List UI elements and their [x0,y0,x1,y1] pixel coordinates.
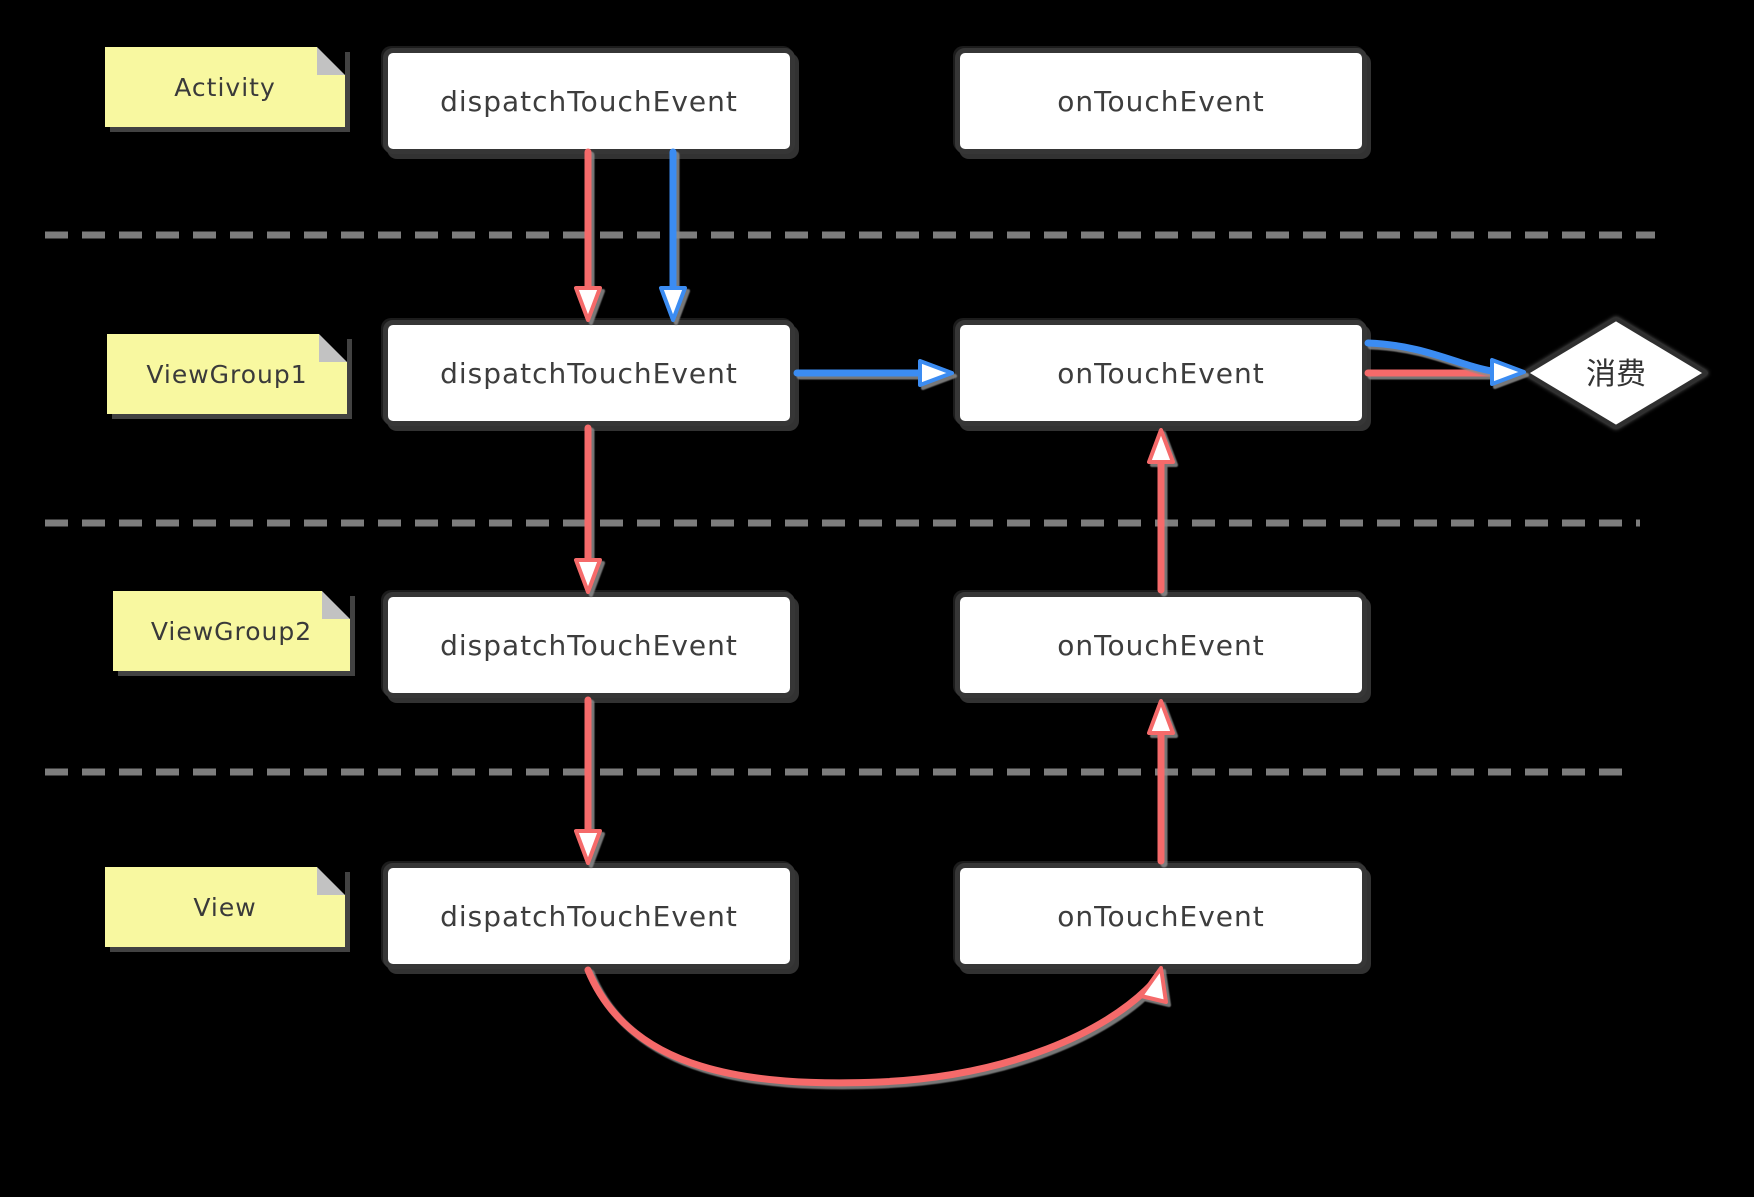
node-label: dispatchTouchEvent [440,899,738,933]
node-view-dispatchtouchevent: dispatchTouchEvent [383,863,795,969]
node-label: dispatchTouchEvent [440,628,738,662]
sticky-label: ViewGroup1 [146,359,308,389]
sticky-note-activity: Activity [105,47,345,127]
sticky-note-viewgroup2: ViewGroup2 [113,591,350,671]
arrow-blue-activity-dispatch-to-viewgroup1-dispatch [659,148,687,322]
node-view-ontouchevent: onTouchEvent [955,863,1367,969]
node-viewgroup2-ontouchevent: onTouchEvent [955,592,1367,698]
sticky-note-viewgroup1: ViewGroup1 [107,334,347,414]
arrow-red-view-dispatch-to-view-ontouch-curve [584,966,1168,1087]
node-viewgroup1-ontouchevent: onTouchEvent [955,320,1367,426]
consume-diamond-shape [1524,317,1708,429]
node-label: onTouchEvent [1057,899,1265,933]
sticky-label: ViewGroup2 [150,616,313,646]
arrow-red-viewgroup2-ontouch-to-viewgroup1-ontouch [1147,428,1175,594]
node-label: onTouchEvent [1057,628,1265,662]
sticky-note-view: View [105,867,345,947]
sticky-label: Activity [174,72,276,102]
consume-diamond: 消费 [1524,317,1708,429]
node-activity-ontouchevent: onTouchEvent [955,48,1367,154]
node-label: dispatchTouchEvent [440,356,738,390]
arrow-red-activity-dispatch-to-viewgroup1-dispatch [574,148,602,322]
consume-diamond-label: 消费 [1586,357,1646,392]
node-viewgroup2-dispatchtouchevent: dispatchTouchEvent [383,592,795,698]
sticky-fold-corner [319,334,347,362]
sticky-fold-corner [317,867,345,895]
arrow-blue-viewgroup1-ontouch-to-consume [1364,339,1526,386]
node-label: onTouchEvent [1057,356,1265,390]
sticky-fold-corner [322,591,350,619]
arrow-red-view-ontouch-to-viewgroup2-ontouch [1147,699,1175,865]
node-activity-dispatchtouchevent: dispatchTouchEvent [383,48,795,154]
arrow-red-viewgroup2-dispatch-to-view-dispatch [574,696,602,865]
node-viewgroup1-dispatchtouchevent: dispatchTouchEvent [383,320,795,426]
sticky-fold-corner [317,47,345,75]
node-label: dispatchTouchEvent [440,84,738,118]
sticky-label: View [193,892,257,922]
arrow-red-viewgroup1-dispatch-to-viewgroup2-dispatch [574,424,602,594]
node-label: onTouchEvent [1057,84,1265,118]
arrow-blue-viewgroup1-dispatch-to-viewgroup1-ontouch [793,359,954,387]
